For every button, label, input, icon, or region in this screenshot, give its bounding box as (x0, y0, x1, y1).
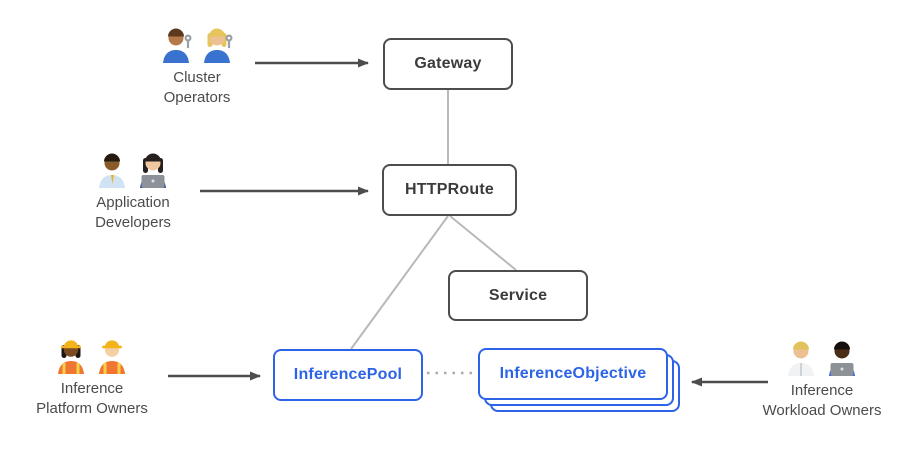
edge-httproute-inferencepool (350, 215, 449, 350)
node-httproute: HTTPRoute (382, 164, 517, 216)
man-office-worker-icon (98, 153, 125, 188)
actor-inference-platform-owners: Inference Platform Owners (17, 336, 167, 420)
application-developers-emojis (95, 150, 172, 188)
node-inferencepool: InferencePool (273, 349, 423, 401)
node-inferenceobjective-label: InferenceObjective (499, 365, 647, 382)
node-inferencepool-label: InferencePool (293, 366, 403, 383)
node-gateway: Gateway (383, 38, 513, 90)
inference-workload-owners-label: Inference Workload Owners (762, 382, 882, 420)
node-service-label: Service (488, 286, 548, 304)
actor-application-developers: Application Developers (58, 150, 208, 234)
woman-construction-worker-icon (57, 340, 84, 374)
cluster-operators-emojis (159, 25, 236, 63)
node-inferenceobjective: InferenceObjective (478, 348, 668, 400)
actor-inference-workload-owners: Inference Workload Owners (747, 338, 897, 422)
node-gateway-label: Gateway (414, 55, 482, 72)
inference-platform-owners-label: Inference Platform Owners (36, 380, 148, 418)
man-technologist-icon (828, 341, 855, 376)
actor-cluster-operators: Cluster Operators (122, 25, 272, 109)
man-construction-worker-icon (98, 340, 125, 374)
node-httproute-label: HTTPRoute (405, 181, 494, 198)
inference-workload-owners-emojis (784, 338, 861, 376)
health-worker-icon (787, 341, 814, 376)
woman-mechanic-icon (203, 28, 233, 63)
cluster-operators-label: Cluster Operators (163, 69, 231, 107)
application-developers-label: Application Developers (95, 194, 171, 232)
edge-httproute-service (449, 215, 517, 271)
node-service: Service (448, 270, 588, 321)
man-mechanic-icon (162, 28, 192, 63)
inference-platform-owners-emojis (54, 336, 131, 374)
woman-technologist-icon (139, 153, 166, 188)
